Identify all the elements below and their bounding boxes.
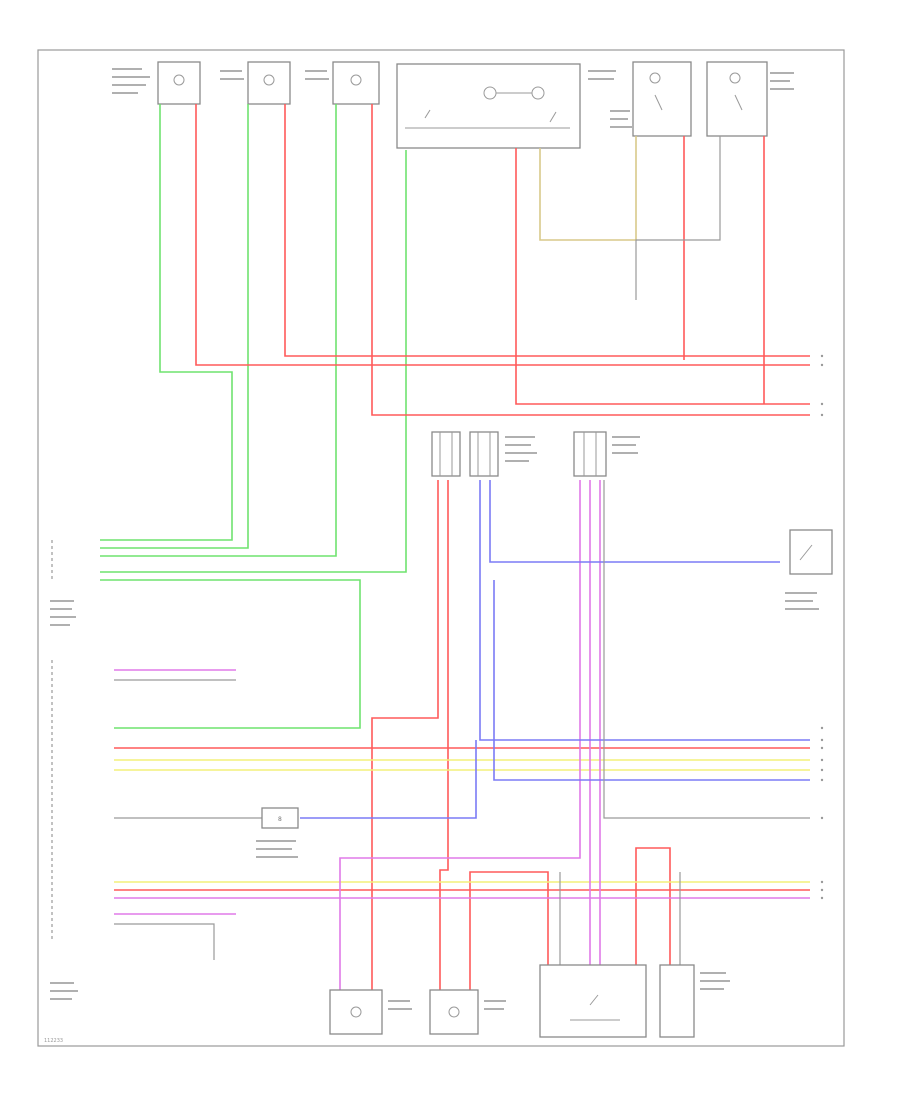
blue-wires <box>300 480 810 819</box>
junction-box: 8 <box>256 807 299 858</box>
violet-wires <box>114 480 810 990</box>
component-top-4 <box>396 63 616 149</box>
component-top-6 <box>706 61 794 137</box>
red-wires <box>114 104 810 990</box>
component-top-2 <box>220 61 291 105</box>
right-edge-terminals <box>820 354 824 900</box>
component-top-1 <box>112 61 201 105</box>
svg-text:8: 8 <box>278 816 282 823</box>
component-bottom-4 <box>659 964 730 1038</box>
component-bottom-3 <box>539 964 647 1038</box>
gray-wires <box>114 480 810 965</box>
connector-block-right <box>573 431 640 477</box>
green-wires <box>100 104 407 729</box>
diagram-frame <box>37 49 845 1047</box>
component-top-5 <box>610 61 692 137</box>
component-bottom-1 <box>329 989 412 1035</box>
connector-block-center <box>431 431 537 477</box>
switch-right <box>785 529 833 610</box>
footer-code: 112233 <box>44 1038 63 1044</box>
yellow-wires <box>114 136 810 883</box>
component-bottom-2 <box>429 989 506 1035</box>
left-connector-labels <box>50 540 78 1000</box>
component-top-3 <box>305 61 380 105</box>
